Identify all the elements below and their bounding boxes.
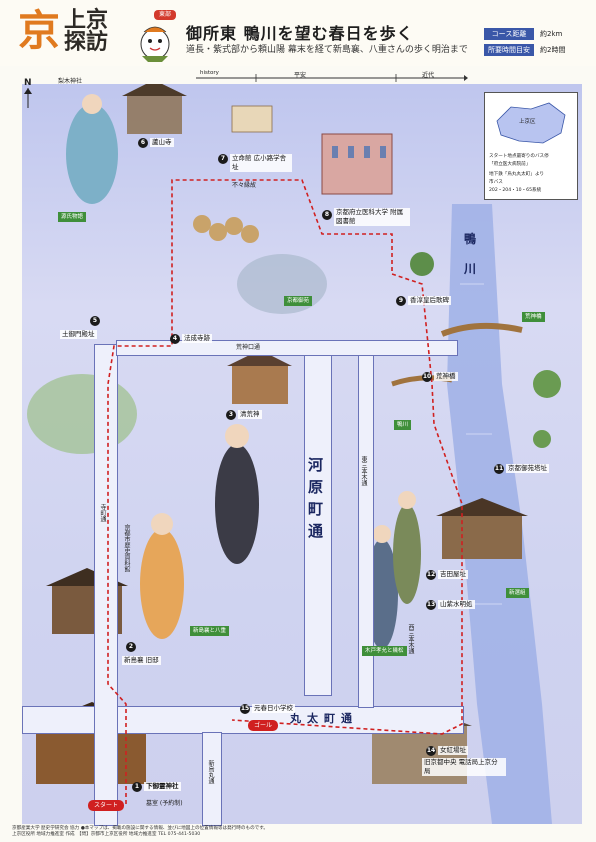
timeline-label-heian: 平安: [294, 72, 307, 79]
spot-6-label: 蘆山寺: [150, 138, 174, 147]
timeline-label-modern: 近代: [422, 72, 435, 79]
spot-7-marker[interactable]: 7: [218, 154, 228, 164]
spot-11-label: 京都御苑塔址: [506, 464, 549, 473]
spot-13-marker[interactable]: 13: [426, 600, 436, 610]
spot-8-marker[interactable]: 8: [322, 210, 332, 220]
mascot-icon: [140, 26, 170, 62]
yae-tag: 新島襄と八重: [190, 626, 230, 636]
inset-note-4: 市バス: [489, 180, 503, 185]
kido-tag: 木戸孝允と幾松: [362, 646, 407, 656]
spot-3-marker[interactable]: 3: [226, 410, 236, 420]
spot-5-label: 土御門殿址: [60, 330, 97, 339]
spot-5-marker[interactable]: 5: [90, 316, 100, 326]
inset-map: 上京区 スタート地点最寄りのバス停 「府立医大病院前」 地下鉄「烏丸丸太町」より…: [484, 92, 578, 200]
spot-7-label: 立命館 広小路学舎址: [230, 154, 292, 172]
logo-kyo: 京: [18, 6, 61, 55]
teramachi-label: 寺町通: [99, 504, 106, 522]
river-tag: 鴨川: [394, 420, 412, 430]
logo-title: 上京探訪: [64, 7, 109, 55]
spot-12-label: 吉田屋址: [438, 570, 468, 579]
distance-label: コース距離: [484, 28, 534, 40]
spot-13-label: 山紫水明処: [438, 600, 475, 609]
spot-1-label: 下御霊神社: [144, 782, 181, 791]
logo-badge: 東部: [154, 10, 176, 20]
shinmarutamachi-road: [202, 732, 222, 826]
teramachi-road: [94, 344, 118, 826]
kyoto-gosho-tag: 京都御苑: [284, 296, 313, 306]
distance-value: 約2km: [540, 30, 563, 38]
boshitsu-label: 墓室 (予約制): [146, 800, 183, 807]
page-subtitle: 道長・紫式部から頼山陽 幕末を経て新島襄、八重さんの歩く明治まで: [186, 45, 468, 55]
marutamachi-label: 丸太町通: [290, 712, 358, 725]
fujiwara-label: 不々縁故: [232, 182, 257, 189]
inset-note-1: スタート地点最寄りのバス停: [489, 154, 549, 159]
nishisanbongi-label: 西三本木通: [407, 624, 414, 654]
spot-15-marker[interactable]: 15: [240, 704, 250, 714]
spot-4-marker[interactable]: 4: [170, 334, 180, 344]
goal-marker[interactable]: ゴール: [248, 720, 279, 731]
inset-region-map: [496, 102, 566, 144]
spot-1-marker[interactable]: 1: [132, 782, 142, 792]
footer-line-2: 上京区役所 地域力推進室 作成 【問】京都市上京区役所 地域力推進室 TEL 0…: [12, 832, 201, 837]
spot-2-marker[interactable]: 2: [126, 642, 136, 652]
inset-region-label: 上京区: [519, 119, 536, 125]
arakamiguchi-road: [116, 340, 458, 356]
map-area: 河原町通 丸太町通 寺町通 新烏丸通 東三本木通 西三本木通 鴨川 荒神口通 N…: [22, 78, 582, 826]
north-icon: N: [24, 78, 32, 88]
kyoto-chu-label: 旧京都中央 電話局上京分局: [422, 758, 506, 776]
walking-route: [107, 179, 463, 804]
arakamiguchi-label: 荒神口通: [236, 344, 261, 351]
inset-note-5: 202・204・10・65系統: [489, 188, 542, 193]
footer-line-1: 京都産業大学 歴史学研究会 協力 ●本マップは、掲載の施設に関する情報、並びに地…: [12, 826, 268, 831]
spot-12-marker[interactable]: 12: [426, 570, 436, 580]
header: 京 上京探訪 東部 御所東 鴨川を望む春日を歩く 道長・紫式部から頼山陽 幕末を…: [0, 0, 596, 66]
history-timeline: [196, 74, 468, 82]
spot-15-label: 元春日小学校: [252, 704, 295, 713]
kyoto-rekishi-label: 京都市歴史資料館: [123, 524, 130, 572]
higashisanbongi-label: 東三本木通: [360, 456, 367, 486]
spot-10-marker[interactable]: 10: [422, 372, 432, 382]
genji-tag: 源氏物語: [58, 212, 87, 222]
spot-9-marker[interactable]: 9: [396, 296, 406, 306]
shinmarutamachi-label: 新烏丸通: [207, 760, 214, 784]
footer: 京都産業大学 歴史学研究会 協力 ●本マップは、掲載の施設に関する情報、並びに地…: [12, 826, 584, 842]
spot-4-label: 法成寺跡: [182, 334, 212, 343]
spot-3-label: 清荒神: [238, 410, 262, 419]
kamogawa-label: 鴨川: [464, 232, 477, 276]
spot-14-marker[interactable]: 14: [426, 746, 436, 756]
spot-10-label: 荒神橋: [434, 372, 458, 381]
start-marker[interactable]: スタート: [88, 800, 125, 811]
kashiwa-tag: 荒神橋: [522, 312, 545, 322]
kawaramachi-road: [304, 354, 332, 696]
inset-note-2: 「府立医大病院前」: [489, 162, 531, 167]
spot-11-marker[interactable]: 11: [494, 464, 504, 474]
shinsengumi-tag: 新選組: [506, 588, 529, 598]
compass-arrow-icon: [24, 88, 32, 108]
timeline-label-history: history: [200, 70, 219, 76]
time-value: 約2時間: [540, 46, 566, 54]
spot-6-marker[interactable]: 6: [138, 138, 148, 148]
spot-8-label: 京都府立医科大学 附属図書館: [334, 208, 410, 226]
spot-14-label: 女紅場址: [438, 746, 468, 755]
spot-9-label: 香淳皇后歌碑: [408, 296, 451, 305]
page-title: 御所東 鴨川を望む春日を歩く: [186, 24, 414, 43]
time-label: 所要時間目安: [484, 44, 534, 56]
nashinoki-label: 梨木神社: [58, 78, 83, 85]
kawaramachi-label: 河原町通: [308, 456, 324, 540]
spot-2-label: 新島襄 旧邸: [122, 656, 161, 665]
inset-note-3: 地下鉄「烏丸丸太町」より: [489, 172, 545, 177]
